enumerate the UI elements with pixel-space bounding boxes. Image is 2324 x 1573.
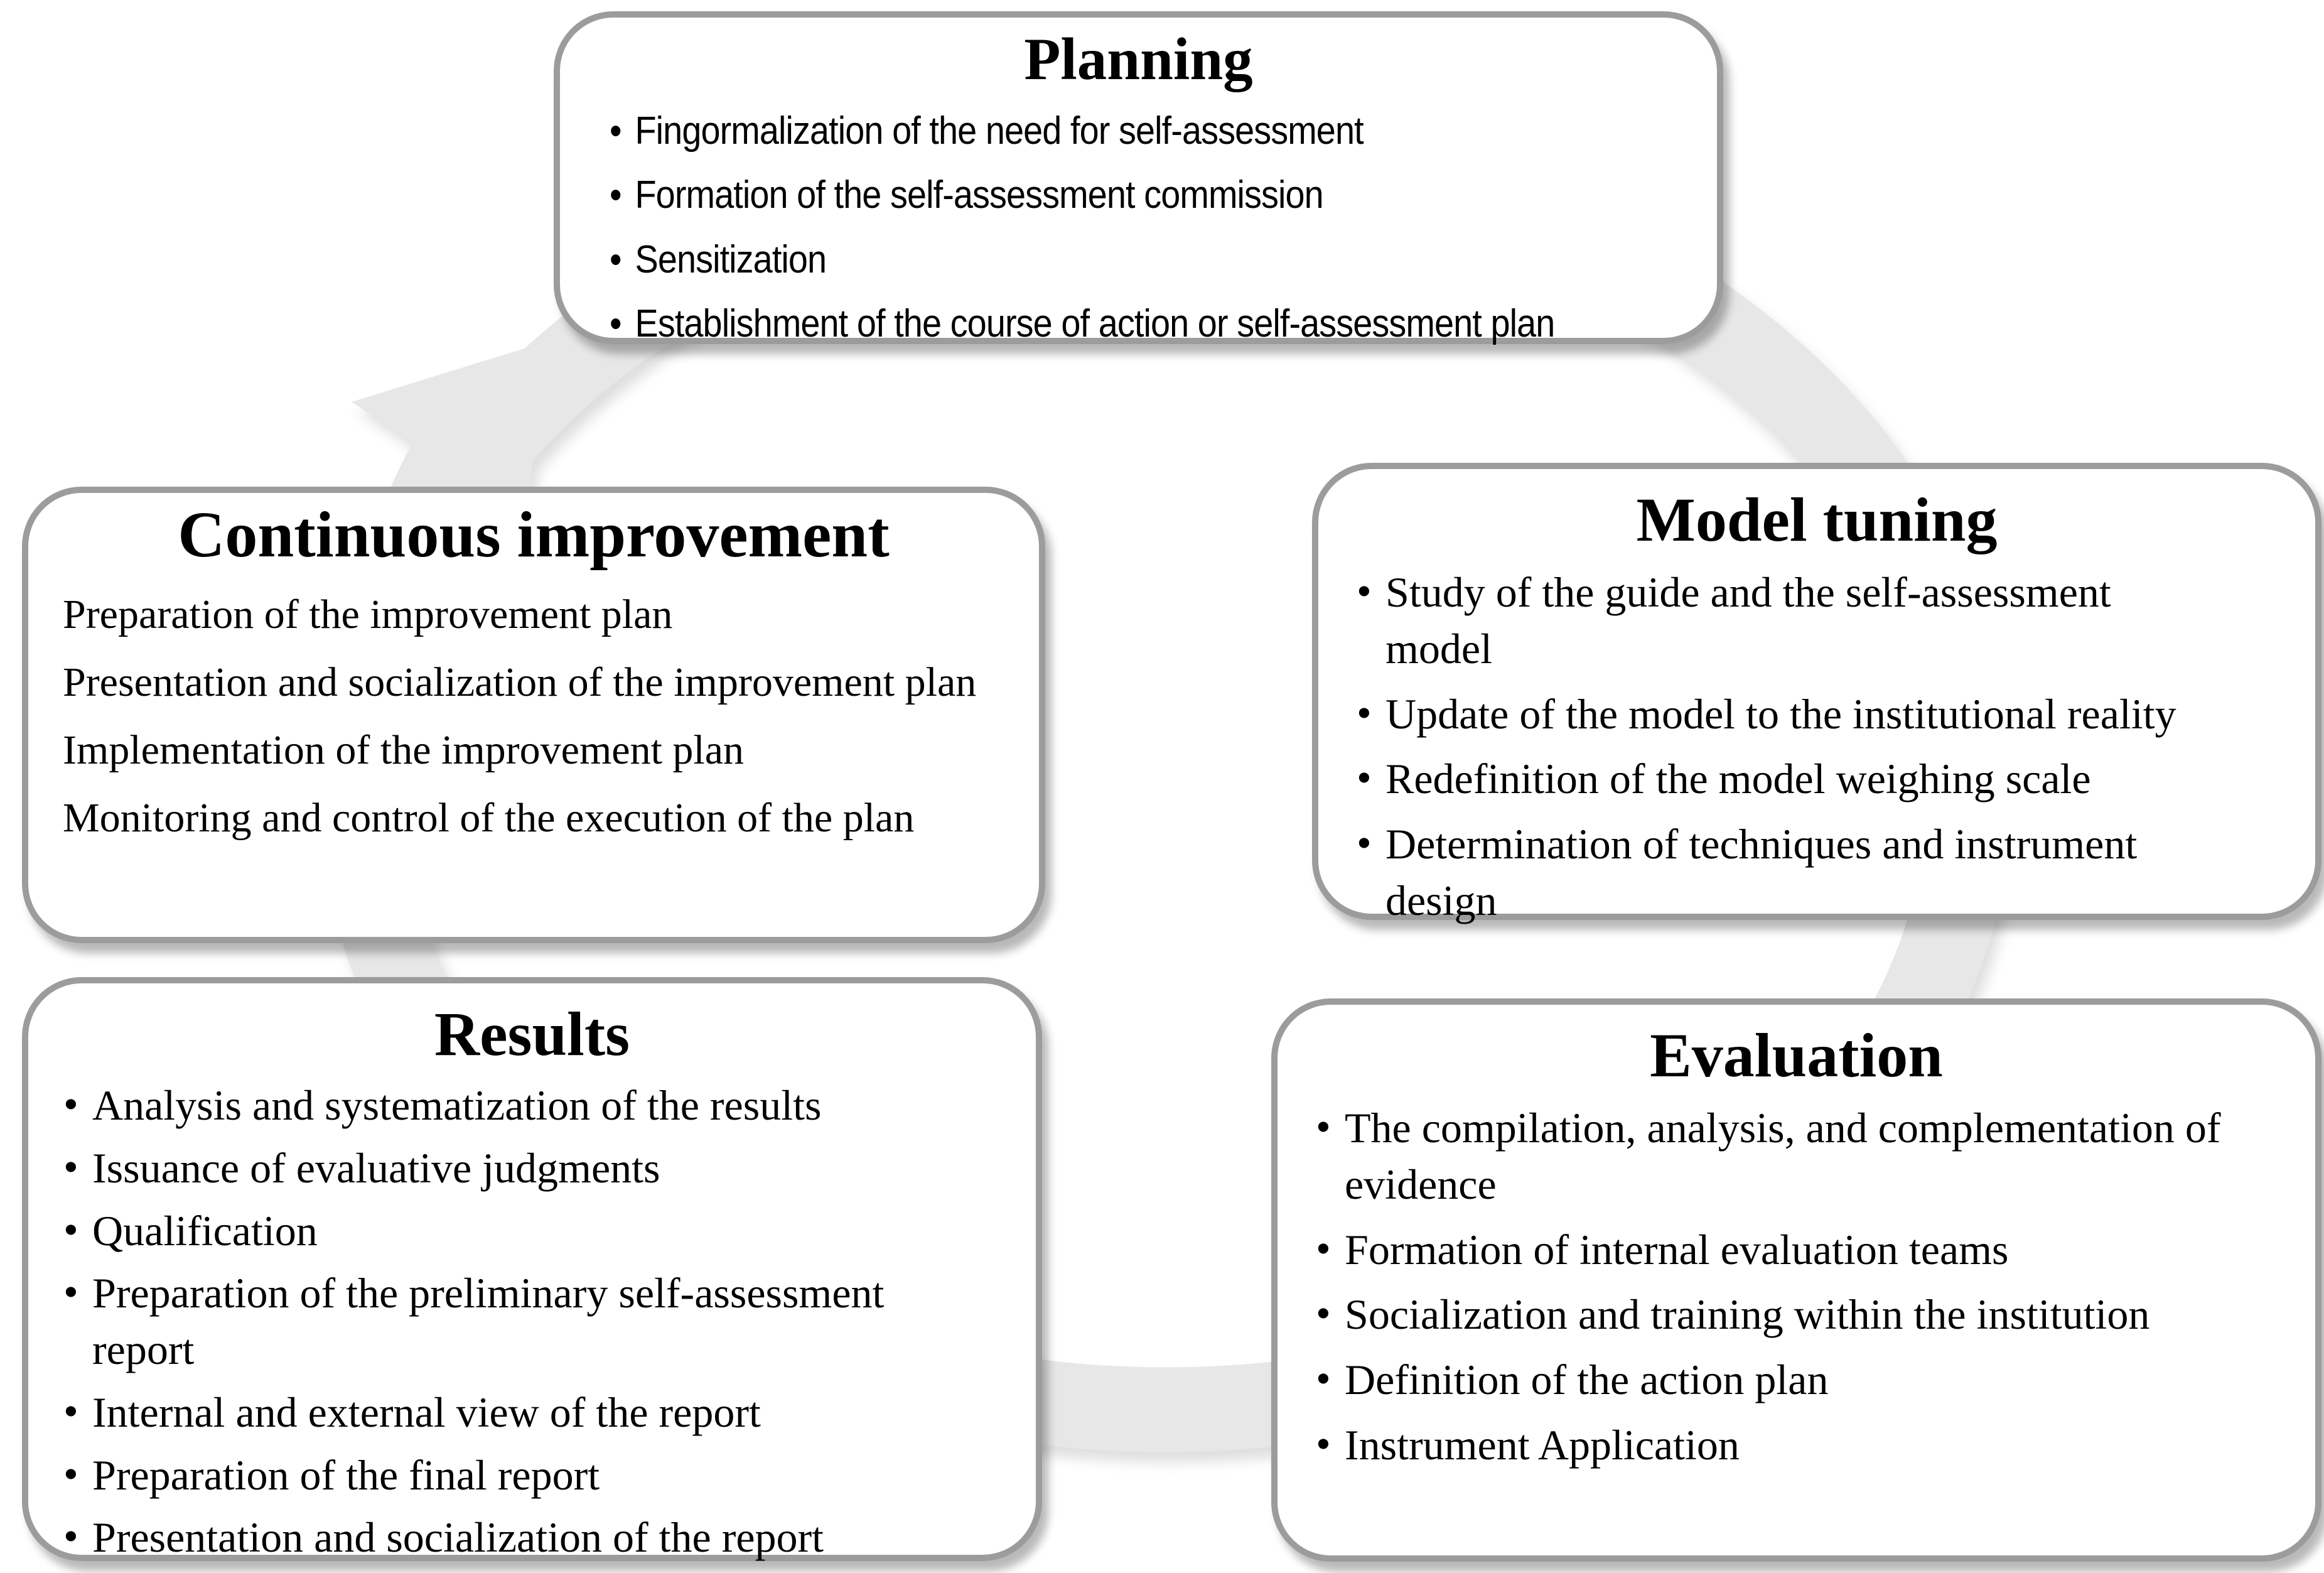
list-item: Preparation of the preliminary self-asse… [60,1264,996,1378]
list-item: Establishment of the course of action or… [604,299,1572,350]
box-title: Planning [1024,26,1253,92]
list-item: Sensitization [604,235,1572,286]
list-item: Fingormalization of the need for self-as… [604,106,1572,157]
list-item: Update of the model to the institutional… [1353,685,2309,743]
box-model-tuning: Model tuning Study of the guide and the … [1312,463,2321,924]
list-item: Preparation of the final report [60,1446,1030,1504]
list-item: Formation of internal evaluation teams [1312,1221,2309,1278]
list-item: Determination of techniques and instrume… [1353,815,2220,929]
list-item: Internal and external view of the report [60,1383,1030,1441]
list-item: Redefinition of the model weighing scale [1353,750,2309,808]
results-item-list: Analysis and systematization of the resu… [60,1076,1030,1566]
list-item: Monitoring and control of the execution … [63,794,915,841]
list-item: Implementation of the improvement plan [63,727,745,773]
list-item: Study of the guide and the self-assessme… [1353,563,2220,678]
box-title: Continuous improvement [178,499,890,571]
box-title: Results [434,999,630,1069]
box-title: Model tuning [1636,485,1998,554]
list-item: Formation of the self-assessment commiss… [604,170,1572,221]
list-item: Presentation and socialization of the im… [63,659,977,706]
evaluation-item-list: The compilation, analysis, and complemen… [1312,1099,2309,1474]
list-item: Socialization and training within the in… [1312,1285,2309,1343]
box-title: Evaluation [1650,1020,1943,1090]
list-item: Analysis and systematization of the resu… [60,1076,1030,1134]
list-item: Preparation of the improvement plan [63,592,673,638]
model-tuning-item-list: Study of the guide and the self-assessme… [1353,563,2309,929]
continuous-improvement-item-list: Preparation of the improvement plan Pres… [63,587,1004,845]
list-item: Definition of the action plan [1312,1351,2309,1408]
box-continuous-improvement: Continuous improvement Preparation of th… [22,487,1045,943]
list-item: The compilation, analysis, and complemen… [1312,1099,2242,1213]
list-item: Qualification [60,1202,1030,1260]
box-planning: Planning Fingormalization of the need fo… [554,11,1723,349]
list-item: Issuance of evaluative judgments [60,1139,1030,1197]
planning-item-list: Fingormalization of the need for self-as… [604,106,1679,350]
list-item: Instrument Application [1312,1416,2309,1474]
list-item: Presentation and socialization of the re… [60,1508,1030,1566]
box-results: Results Analysis and systematization of … [22,977,1042,1565]
box-evaluation: Evaluation The compilation, analysis, an… [1271,998,2321,1562]
